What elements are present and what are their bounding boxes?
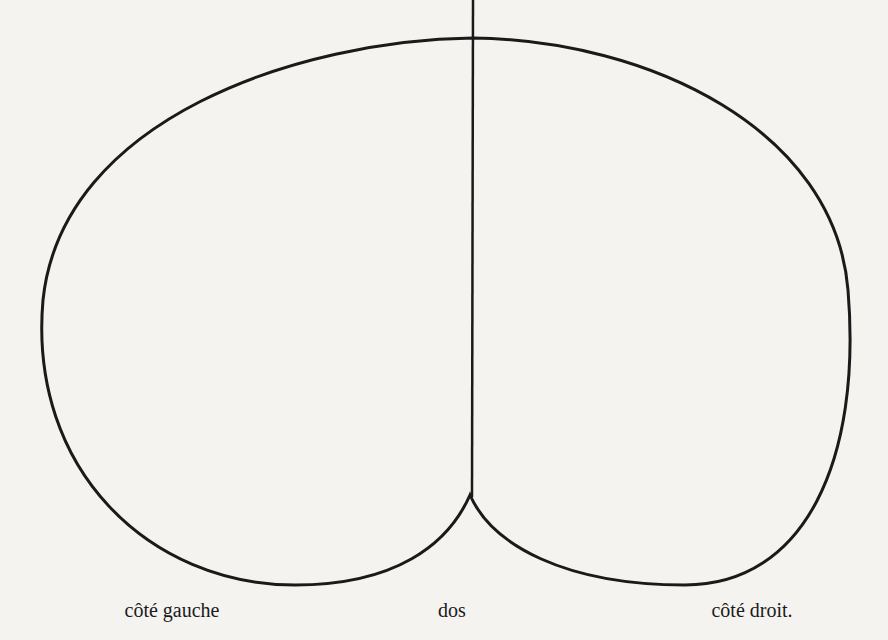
midline: [472, 0, 473, 497]
side-label: côté droit.: [711, 598, 792, 622]
side-label: côté gauche: [125, 598, 220, 622]
outline-shape: [42, 38, 850, 585]
side-label: dos: [438, 598, 466, 622]
